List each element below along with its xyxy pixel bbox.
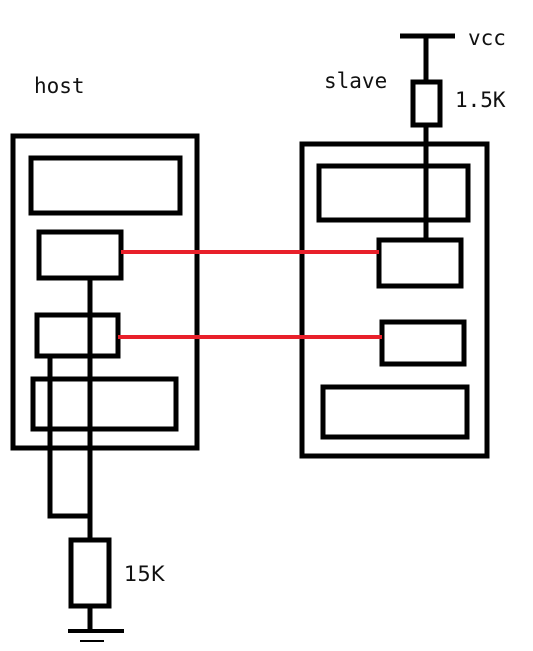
pullup-resistor-label: 1.5K bbox=[455, 88, 506, 112]
slave-port-dminus bbox=[379, 319, 467, 367]
slave-device-box bbox=[299, 141, 490, 459]
slave-label: slave bbox=[324, 69, 388, 93]
host-dminus-wire bbox=[47, 356, 90, 519]
pulldown-resistor-icon bbox=[68, 537, 112, 609]
host-port-dplus bbox=[36, 229, 124, 281]
pulldown-resistor-label: 15K bbox=[124, 562, 165, 586]
vcc-label: vcc bbox=[468, 26, 506, 50]
host-block-top bbox=[28, 155, 183, 216]
host-port-dminus bbox=[34, 312, 121, 359]
slave-port-dplus bbox=[376, 237, 464, 289]
host-block-bottom bbox=[30, 376, 179, 432]
pullup-resistor-icon bbox=[410, 79, 443, 128]
slave-block-bottom bbox=[320, 384, 470, 440]
host-label: host bbox=[34, 74, 85, 98]
slave-block-top bbox=[316, 163, 471, 223]
host-device-box bbox=[10, 133, 200, 451]
ground-icon bbox=[68, 629, 124, 642]
